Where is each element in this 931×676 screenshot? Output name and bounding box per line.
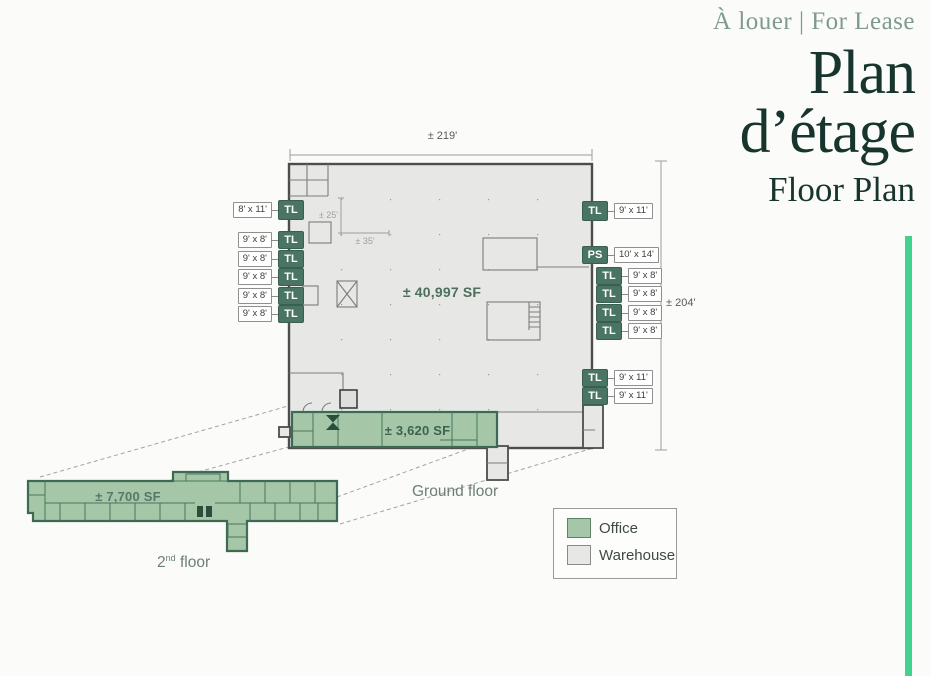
dock-size-label: 9' x 11' bbox=[614, 370, 653, 386]
washroom-glyph bbox=[206, 506, 212, 517]
accent-bar bbox=[905, 236, 912, 676]
dock-row-left-5: 9' x 8' TL bbox=[237, 287, 304, 305]
dock-row-right-1: TL 9' x 11' bbox=[582, 201, 653, 221]
dock-connector bbox=[272, 313, 278, 315]
bay-depth-label: ± 25' bbox=[318, 210, 338, 220]
legend-warehouse-row: Warehouse bbox=[567, 545, 676, 565]
truck-level-door-badge: TL bbox=[596, 322, 622, 340]
truck-level-door-badge: TL bbox=[582, 201, 608, 221]
office-area-label: ± 3,620 SF bbox=[384, 423, 451, 438]
dock-size-label: 9' x 8' bbox=[237, 306, 272, 322]
dock-size-label: 9' x 8' bbox=[237, 269, 272, 285]
legend-office-row: Office bbox=[567, 518, 676, 538]
bay-width-label: ± 35' bbox=[355, 236, 375, 246]
dock-row-left-1: 8' x 11' TL bbox=[233, 200, 304, 220]
dock-row-right-7: TL 9' x 11' bbox=[582, 369, 653, 387]
truck-level-door-badge: TL bbox=[278, 305, 304, 323]
stair-glyph bbox=[326, 415, 340, 430]
dock-row-right-ps: PS 10' x 14' bbox=[582, 246, 659, 264]
dock-connector bbox=[608, 210, 614, 212]
dock-size-label: 9' x 8' bbox=[628, 323, 663, 339]
second-floor-area-label: ± 7,700 SF bbox=[95, 489, 161, 504]
page-title-fr-line1: Plan bbox=[808, 39, 916, 107]
dock-connector bbox=[622, 330, 628, 332]
truck-level-door-badge: TL bbox=[582, 369, 608, 387]
dock-connector bbox=[272, 209, 278, 211]
dock-size-label: 9' x 8' bbox=[628, 286, 663, 302]
dock-connector bbox=[272, 276, 278, 278]
dock-connector bbox=[622, 312, 628, 314]
warehouse-color-swatch bbox=[567, 545, 591, 565]
dock-size-label: 9' x 8' bbox=[628, 268, 663, 284]
dimension-lines bbox=[289, 149, 667, 451]
lease-tagline: À louer | For Lease bbox=[713, 8, 915, 35]
washroom-glyph bbox=[197, 506, 203, 517]
dock-row-right-3: TL 9' x 8' bbox=[596, 267, 663, 285]
legend: Office Warehouse bbox=[553, 508, 677, 579]
truck-level-door-badge: TL bbox=[596, 304, 622, 322]
truck-level-door-badge: TL bbox=[596, 267, 622, 285]
truck-level-door-badge: TL bbox=[278, 287, 304, 305]
dock-size-label: 9' x 11' bbox=[614, 388, 653, 404]
dock-connector bbox=[608, 254, 614, 256]
dock-row-left-4: 9' x 8' TL bbox=[237, 268, 304, 286]
dock-connector bbox=[608, 395, 614, 397]
dock-row-left-3: 9' x 8' TL bbox=[237, 250, 304, 268]
dock-size-label: 9' x 8' bbox=[237, 232, 272, 248]
dock-connector bbox=[608, 377, 614, 379]
truck-level-door-badge: TL bbox=[278, 231, 304, 249]
page-title-en: Floor Plan bbox=[768, 170, 915, 209]
truck-level-door-badge: TL bbox=[582, 387, 608, 405]
dock-size-label: 9' x 8' bbox=[237, 288, 272, 304]
dock-connector bbox=[272, 295, 278, 297]
dock-connector bbox=[622, 275, 628, 277]
truck-level-door-badge: TL bbox=[278, 200, 304, 220]
legend-office-label: Office bbox=[599, 519, 638, 537]
ground-office-area bbox=[290, 410, 499, 449]
office-color-swatch bbox=[567, 518, 591, 538]
dock-row-right-8: TL 9' x 11' bbox=[582, 387, 653, 405]
ground-floor-label: Ground floor bbox=[412, 483, 499, 500]
dock-size-label: 8' x 11' bbox=[233, 202, 272, 218]
truck-level-door-badge: TL bbox=[596, 285, 622, 303]
exterior-rooms bbox=[278, 404, 604, 481]
dock-size-label: 9' x 8' bbox=[237, 251, 272, 267]
dock-row-left-2: 9' x 8' TL bbox=[237, 231, 304, 249]
dock-row-left-6: 9' x 8' TL bbox=[237, 305, 304, 323]
dock-row-right-5: TL 9' x 8' bbox=[596, 304, 663, 322]
drive-in-door-badge: PS bbox=[582, 246, 608, 264]
dock-size-label: 9' x 11' bbox=[614, 203, 653, 219]
dock-connector bbox=[272, 258, 278, 260]
dock-size-label: 10' x 14' bbox=[614, 247, 659, 263]
warehouse-outline bbox=[287, 162, 594, 450]
legend-warehouse-label: Warehouse bbox=[599, 546, 676, 564]
column-grid-dots bbox=[322, 192, 562, 418]
dock-connector bbox=[272, 239, 278, 241]
dock-connector bbox=[622, 293, 628, 295]
dock-size-label: 9' x 8' bbox=[628, 305, 663, 321]
truck-level-door-badge: TL bbox=[278, 250, 304, 268]
electrical-room bbox=[339, 389, 358, 409]
dock-row-right-6: TL 9' x 8' bbox=[596, 322, 663, 340]
height-dimension-label: ± 204' bbox=[666, 297, 696, 309]
second-floor-label: 2nd floor bbox=[157, 553, 211, 572]
warehouse-area-label: ± 40,997 SF bbox=[402, 284, 482, 300]
dock-row-right-4: TL 9' x 8' bbox=[596, 285, 663, 303]
second-floor-plan bbox=[26, 470, 339, 553]
truck-level-door-badge: TL bbox=[278, 268, 304, 286]
page-title-fr-line2: d’étage bbox=[739, 98, 916, 166]
header: À louer | For Lease Plan d’étage Floor P… bbox=[713, 8, 916, 209]
width-dimension-label: ± 219' bbox=[427, 130, 458, 142]
